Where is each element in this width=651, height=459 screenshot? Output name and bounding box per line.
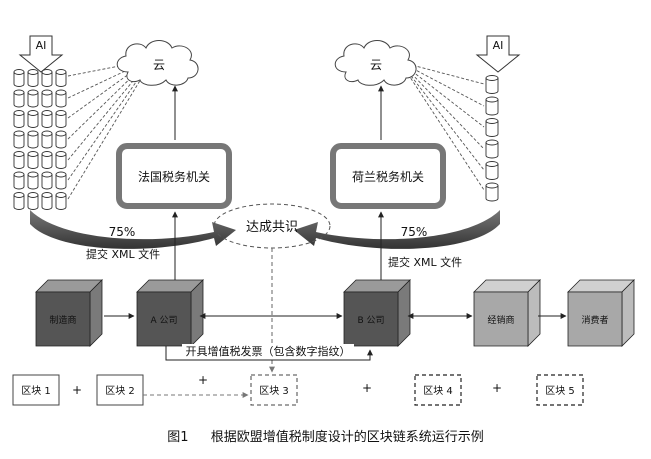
cube-consumer: 消费者	[567, 279, 635, 347]
invoice-label-bg	[182, 344, 354, 358]
cube-consumer-label: 消费者	[581, 314, 608, 326]
svg-text:云: 云	[370, 58, 382, 72]
database-icon	[27, 171, 39, 190]
svg-text:AI: AI	[36, 39, 47, 52]
svg-text:AI: AI	[493, 39, 504, 52]
database-icon	[41, 130, 53, 149]
database-icon	[55, 110, 67, 128]
swoosh-left: 75%	[30, 210, 236, 249]
participant-cubes: 制造商 A 公司 B 公司 经销商 消费者	[35, 279, 635, 347]
svg-text:云: 云	[153, 58, 165, 72]
block-5: 区块 5	[536, 374, 584, 406]
database-icon	[55, 130, 67, 149]
tax-authority-netherlands: 荷兰税务机关	[330, 143, 446, 209]
database-icon	[41, 171, 53, 190]
database-icon	[485, 161, 499, 180]
cube-company-b-label: B 公司	[357, 315, 384, 326]
cube-company-a-label: A 公司	[150, 315, 177, 326]
database-icon	[485, 96, 499, 116]
svg-text:区块 2: 区块 2	[105, 385, 135, 397]
svg-text:荷兰税务机关: 荷兰税务机关	[352, 169, 424, 184]
cube-distributor-label: 经销商	[487, 314, 514, 326]
svg-text:达成共识: 达成共识	[246, 220, 298, 235]
tax-authority-france: 法国税务机关	[116, 143, 232, 209]
database-icon	[27, 130, 39, 149]
database-icon	[55, 69, 67, 87]
plus-1: +	[72, 383, 82, 397]
cube-distributor: 经销商	[473, 279, 541, 347]
database-icon	[27, 151, 39, 169]
svg-text:区块 3: 区块 3	[259, 385, 289, 397]
database-icon	[55, 171, 67, 190]
block-1: 区块 1	[12, 374, 60, 406]
database-icon	[485, 182, 499, 202]
database-grid-left	[13, 69, 67, 210]
ai-arrow-left: AI	[18, 35, 64, 73]
swoosh-right: 75%	[294, 210, 500, 249]
database-icon	[485, 139, 499, 159]
svg-text:区块 4: 区块 4	[423, 385, 453, 397]
caption-text: 根据欧盟增值税制度设计的区块链系统运行示例	[210, 430, 484, 445]
database-icon	[27, 69, 39, 87]
cube-company-b: B 公司	[343, 279, 411, 347]
submit-xml-left: 提交 XML 文件	[86, 247, 160, 261]
cloud-left: 云	[116, 40, 199, 86]
database-icon	[55, 151, 67, 169]
database-icon	[485, 75, 499, 94]
svg-text:75%: 75%	[109, 225, 136, 239]
svg-text:75%: 75%	[401, 225, 428, 239]
database-icon	[41, 151, 53, 169]
figure-caption: 图1 根据欧盟增值税制度设计的区块链系统运行示例	[0, 426, 651, 445]
database-icon	[41, 89, 53, 108]
invoice-bracket	[165, 346, 373, 361]
database-icon	[13, 171, 25, 190]
database-icon	[27, 89, 39, 108]
cloud-right: 云	[334, 40, 417, 86]
cube-manufacturer: 制造商	[35, 279, 103, 347]
dashed-links-right	[407, 63, 485, 191]
block-3: 区块 3	[250, 374, 298, 406]
plus-3: +	[362, 381, 372, 395]
svg-text:区块 1: 区块 1	[21, 385, 51, 397]
invoice-label: 开具增值税发票（包含数字指纹）	[186, 344, 351, 358]
database-icon	[41, 110, 53, 128]
caption-number: 图1	[167, 430, 189, 445]
svg-text:区块 5: 区块 5	[545, 385, 575, 397]
database-icon	[13, 130, 25, 149]
database-icon	[13, 69, 25, 87]
cube-manufacturer-label: 制造商	[49, 314, 76, 326]
plus-4: +	[492, 381, 502, 395]
database-icon	[27, 192, 39, 210]
database-icon	[41, 69, 53, 87]
database-icon	[485, 118, 499, 137]
database-icon	[27, 110, 39, 128]
block-4: 区块 4	[414, 374, 462, 406]
database-icon	[55, 89, 67, 108]
submit-xml-right: 提交 XML 文件	[388, 255, 462, 269]
database-icon	[13, 89, 25, 108]
database-icon	[13, 151, 25, 169]
database-icon	[55, 192, 67, 210]
plus-2: +	[198, 373, 208, 387]
database-icon	[41, 192, 53, 210]
cube-company-a: A 公司	[136, 279, 204, 347]
svg-text:法国税务机关: 法国税务机关	[138, 169, 210, 184]
ai-arrow-right: AI	[475, 35, 521, 73]
block-2: 区块 2	[96, 374, 144, 406]
database-icon	[13, 192, 25, 210]
database-icon	[13, 110, 25, 128]
database-column-right	[485, 75, 499, 202]
